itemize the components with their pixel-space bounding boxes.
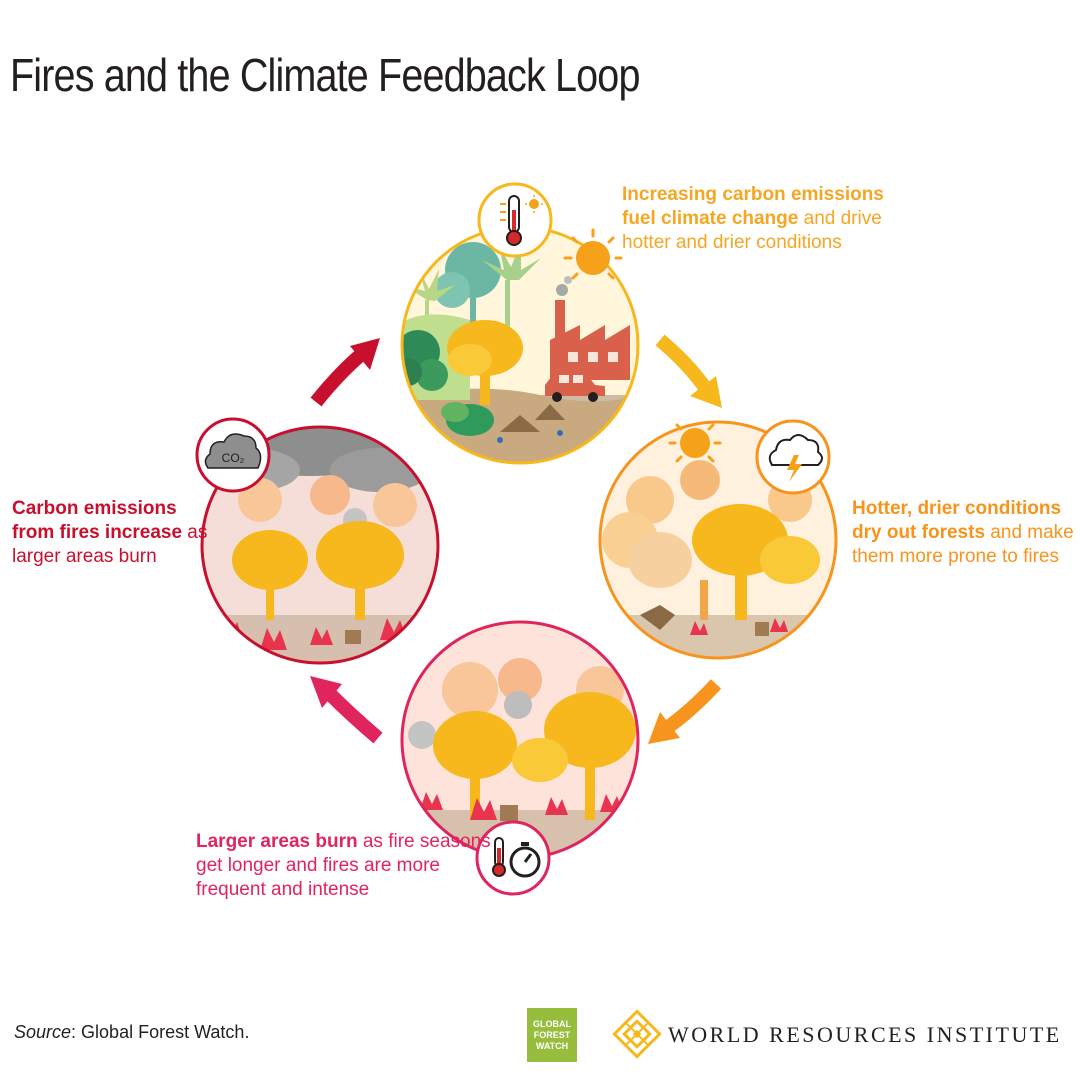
gfw-logo-line-3: WATCH xyxy=(535,1040,569,1051)
storm-cloud-icon xyxy=(755,419,831,495)
caption-bottom-rest: as fire seasons get longer and fires are… xyxy=(196,831,491,900)
global-forest-watch-logo: GLOBAL FOREST WATCH xyxy=(527,1008,577,1062)
arrow-top-to-right xyxy=(655,334,722,408)
caption-top-bold: Increasing carbon emissions fuel climate… xyxy=(622,184,884,229)
wri-logo-icon xyxy=(612,1009,662,1059)
source-label: Source xyxy=(14,1022,72,1042)
scene-top-healthy-forest xyxy=(400,225,640,465)
caption-bottom-bold: Larger areas burn xyxy=(196,831,358,852)
co2-label: CO₂ xyxy=(222,451,245,465)
page-title: Fires and the Climate Feedback Loop xyxy=(10,49,640,101)
source-note: Source: Global Forest Watch. xyxy=(14,1022,249,1043)
caption-left-rest: as larger areas burn xyxy=(12,522,208,567)
caption-left: Carbon emissions from fires increase as … xyxy=(12,497,212,569)
arrow-bottom-to-left xyxy=(310,676,383,744)
arrow-left-to-top xyxy=(310,338,380,407)
caption-left-bold: Carbon emissions from fires increase xyxy=(12,498,183,543)
caption-top-rest: and drive hotter and drier conditions xyxy=(622,208,882,253)
caption-top: Increasing carbon emissions fuel climate… xyxy=(622,183,922,255)
gfw-logo-line-2: FOREST xyxy=(533,1029,571,1040)
sun-icon xyxy=(563,228,623,280)
wri-name: WORLD RESOURCES INSTITUTE xyxy=(668,1022,1062,1047)
arrow-right-to-bottom xyxy=(648,679,722,744)
thermometer-sun-icon xyxy=(477,182,553,258)
gfw-logo-line-1: GLOBAL xyxy=(533,1018,571,1029)
caption-right-rest: and make them more prone to fires xyxy=(852,522,1074,567)
thermometer-stopwatch-icon xyxy=(475,820,551,896)
caption-right-bold: Hotter, drier conditions dry out forests xyxy=(852,498,1062,543)
co2-cloud-icon: CO₂ xyxy=(195,417,271,493)
caption-right: Hotter, drier conditions dry out forests… xyxy=(852,497,1080,569)
caption-bottom: Larger areas burn as fire seasons get lo… xyxy=(196,830,496,902)
sun-icon xyxy=(668,423,722,463)
source-text: : Global Forest Watch. xyxy=(71,1022,250,1042)
